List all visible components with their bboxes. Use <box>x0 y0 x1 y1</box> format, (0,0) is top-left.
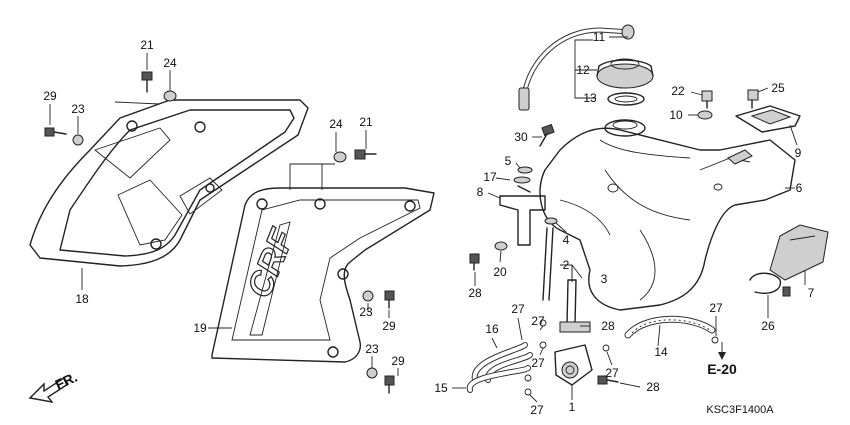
callout-8: 8 <box>477 185 484 199</box>
callout-5: 5 <box>505 154 512 168</box>
callout-15: 15 <box>434 381 448 395</box>
callout-17: 17 <box>483 170 497 184</box>
callout-30: 30 <box>514 130 528 144</box>
callout-13: 13 <box>583 91 597 105</box>
callout-28: 28 <box>646 380 660 394</box>
callout-24: 24 <box>329 117 343 131</box>
front-label: FR. <box>53 369 80 393</box>
callout-29: 29 <box>391 354 405 368</box>
reference-label: E-20 <box>707 361 737 377</box>
fuel-cap-assembly <box>518 24 654 111</box>
callout-9: 9 <box>795 146 802 160</box>
callout-21: 21 <box>359 115 373 129</box>
fuel-petcock-mount-parts <box>469 123 558 301</box>
callout-4: 4 <box>563 233 570 247</box>
callout-18: 18 <box>75 292 89 306</box>
callout-29: 29 <box>382 319 396 333</box>
callout-20: 20 <box>493 265 507 279</box>
fuel-tubes <box>467 315 719 396</box>
diagram-code: KSC3F1400A <box>706 404 774 416</box>
callout-22: 22 <box>671 84 685 98</box>
callout-14: 14 <box>654 345 668 359</box>
tank-top-parts <box>697 89 801 133</box>
callout-26: 26 <box>761 319 775 333</box>
callout-28: 28 <box>601 319 615 333</box>
callout-3: 3 <box>601 272 608 286</box>
callout-10: 10 <box>669 108 683 122</box>
callout-1: 1 <box>569 400 576 414</box>
callout-11: 11 <box>593 30 606 44</box>
reference-e20: E-20 <box>707 342 737 377</box>
fuel-tank <box>539 119 796 311</box>
callout-23: 23 <box>71 102 85 116</box>
right-shroud: CRF <box>211 187 435 363</box>
callout-23: 23 <box>359 305 373 319</box>
callout-7: 7 <box>808 286 815 300</box>
callout-2: 2 <box>563 258 570 272</box>
callout-25: 25 <box>771 81 785 95</box>
shroud-fasteners <box>44 71 395 394</box>
callout-numbers: 21 24 29 23 18 24 21 19 23 29 23 29 11 1… <box>43 30 814 417</box>
left-shroud <box>29 99 309 267</box>
callout-21: 21 <box>140 38 154 52</box>
callout-23: 23 <box>365 342 379 356</box>
callout-27: 27 <box>605 366 619 380</box>
callout-27: 27 <box>511 302 525 316</box>
callout-19: 19 <box>193 321 207 335</box>
callout-29: 29 <box>43 89 57 103</box>
callout-27: 27 <box>709 301 723 315</box>
callout-28: 28 <box>468 286 482 300</box>
leader-lines <box>49 36 806 403</box>
callout-27: 27 <box>531 356 545 370</box>
fuel-valve <box>554 279 619 386</box>
callout-6: 6 <box>796 181 803 195</box>
front-arrow: FR. <box>28 369 80 404</box>
callout-12: 12 <box>576 63 590 77</box>
callout-16: 16 <box>485 322 499 336</box>
callout-27: 27 <box>531 314 545 328</box>
callout-27: 27 <box>530 403 544 417</box>
callout-24: 24 <box>163 56 177 70</box>
tank-side-parts <box>749 224 829 297</box>
